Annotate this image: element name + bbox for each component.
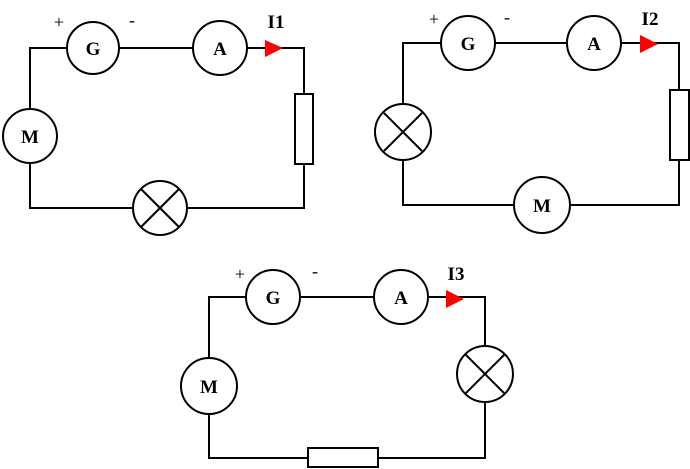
- circuit-2-wires: [402, 42, 680, 206]
- circuit-1-generator: G: [66, 21, 120, 75]
- circuit-2-ammeter-label: A: [587, 34, 601, 55]
- circuit-3-lamp: [456, 345, 514, 403]
- circuit-1-resistor: [294, 93, 314, 165]
- circuit-1-ammeter: A: [192, 20, 248, 76]
- circuit-2-lamp: [374, 103, 432, 161]
- circuit-2-resistor: [669, 89, 690, 161]
- circuit-1-motor-label: M: [21, 127, 39, 148]
- circuit-2-minus-sign: -: [504, 7, 510, 27]
- circuit-1-motor: M: [2, 108, 58, 164]
- circuit-3: G + - A I3 M: [180, 261, 514, 468]
- circuit-3-current-arrow: [446, 290, 464, 308]
- circuit-3-generator: G: [245, 269, 301, 325]
- circuit-3-plus-sign: +: [235, 264, 245, 284]
- circuit-3-current-label: I3: [448, 264, 465, 285]
- circuit-1-ammeter-label: A: [213, 39, 227, 60]
- circuit-3-ammeter-label: A: [394, 288, 408, 309]
- circuit-2-generator-label: G: [461, 34, 476, 55]
- circuit-1-wires: [29, 47, 305, 209]
- circuit-2-ammeter: A: [566, 15, 622, 71]
- circuit-3-generator-label: G: [266, 288, 281, 309]
- circuit-3-wires: [208, 296, 486, 459]
- circuit-1-current-label: I1: [268, 12, 285, 33]
- circuit-3-ammeter: A: [373, 269, 429, 325]
- circuit-2-generator: G: [440, 15, 496, 71]
- circuit-1-generator-label: G: [86, 39, 101, 60]
- circuit-1-current-arrow: [265, 40, 283, 57]
- circuit-1-lamp: [132, 180, 188, 236]
- circuit-2-current-label: I2: [642, 9, 659, 30]
- circuit-2-current-arrow: [640, 35, 658, 53]
- circuit-2-motor-label: M: [533, 196, 551, 217]
- circuit-1: G + - A I1 M: [2, 10, 314, 236]
- circuit-1-minus-sign: -: [129, 10, 135, 30]
- circuit-2-plus-sign: +: [429, 9, 439, 29]
- circuit-2-motor: M: [513, 176, 571, 234]
- circuit-3-motor-label: M: [200, 377, 218, 398]
- circuit-3-minus-sign: -: [312, 261, 318, 281]
- circuit-1-plus-sign: +: [54, 12, 64, 32]
- circuit-3-resistor: [307, 447, 379, 468]
- circuit-2: G + - A I2 M: [374, 7, 690, 234]
- circuit-3-motor: M: [180, 357, 238, 415]
